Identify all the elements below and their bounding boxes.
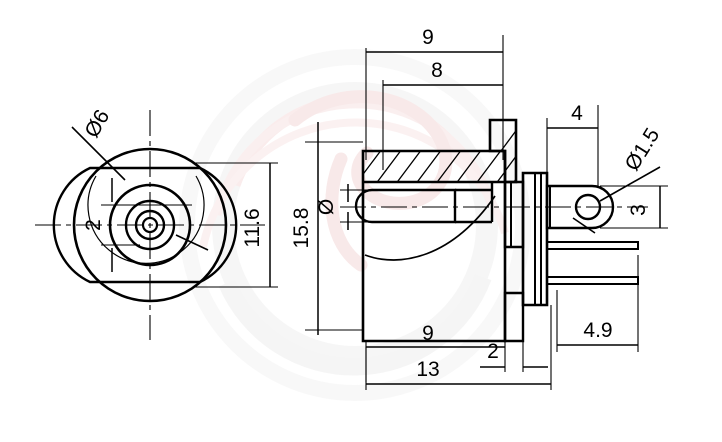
front-inner-thin-arc bbox=[87, 175, 205, 264]
front-flat-body-profile bbox=[52, 166, 238, 284]
front-outer-circle bbox=[72, 147, 228, 303]
dim-8-top bbox=[382, 80, 503, 170]
dim-4-9 bbox=[556, 255, 639, 352]
side-contact-spring bbox=[364, 195, 496, 261]
side-mount-plate bbox=[521, 171, 549, 307]
dimension-label-d6: Ø6 bbox=[80, 106, 114, 142]
dimension-label-2-front: 2 bbox=[82, 219, 105, 231]
front-view bbox=[35, 110, 265, 340]
side-pin-lower bbox=[546, 276, 639, 285]
dim-11-6 bbox=[195, 162, 278, 288]
leader-d1-5 bbox=[599, 166, 661, 202]
dim-3 bbox=[600, 185, 668, 229]
dimension-label-2-bottom: 2 bbox=[487, 340, 499, 363]
dim-15-8 bbox=[305, 122, 363, 335]
dimension-label-diameter: Ø bbox=[315, 199, 338, 215]
dim-4 bbox=[546, 105, 599, 186]
dimension-label-d1-5: Ø1.5 bbox=[621, 124, 665, 175]
front-ring-inner bbox=[134, 209, 166, 241]
dim-9-top bbox=[365, 35, 504, 160]
dimension-label-8: 8 bbox=[431, 59, 443, 82]
side-pin-boss bbox=[545, 184, 615, 230]
dimension-label-11-6: 11.6 bbox=[241, 208, 264, 247]
leader-d6 bbox=[71, 126, 126, 181]
front-view-centerlines bbox=[35, 110, 265, 340]
dim-2-front bbox=[101, 178, 140, 272]
side-section-view bbox=[340, 118, 648, 343]
dimension-label-4: 4 bbox=[571, 102, 583, 125]
leader-ring bbox=[175, 234, 209, 251]
side-mount-plate-lines bbox=[534, 173, 542, 305]
dimension-label-4-9: 4.9 bbox=[583, 319, 612, 342]
watermark bbox=[179, 49, 531, 401]
dimension-label-3: 3 bbox=[627, 204, 650, 216]
leader-pin-hole bbox=[572, 217, 596, 234]
dimension-label-9-bottom: 9 bbox=[422, 322, 434, 345]
dimension-label-9-top: 9 bbox=[422, 26, 434, 49]
dim-bore-diameter bbox=[340, 184, 372, 230]
dim-2-bottom bbox=[480, 341, 548, 372]
dimension-label-15-8: 15.8 bbox=[290, 208, 313, 249]
front-ring-outer bbox=[108, 183, 192, 267]
side-pin-upper bbox=[546, 241, 639, 250]
dim-13 bbox=[365, 305, 552, 390]
front-pin-circle bbox=[141, 216, 159, 234]
front-ring-mid bbox=[124, 199, 176, 251]
dimension-label-13: 13 bbox=[416, 358, 439, 381]
